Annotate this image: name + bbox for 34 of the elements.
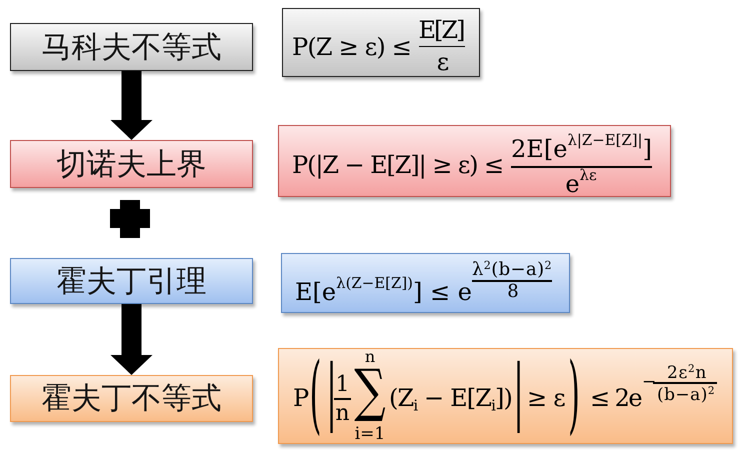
fraction-numerator: 1 <box>336 376 350 395</box>
right-parenthesis: ) <box>568 354 580 440</box>
arrow <box>110 304 152 375</box>
exponent-denominator: 8 <box>507 284 519 300</box>
fraction-numerator: E[Z] <box>418 20 464 40</box>
formula-text: ≤ 2e <box>590 388 642 408</box>
formula-text: (Z$_{i}$ − E[Z$_{i}$]) <box>389 388 512 412</box>
formula-box <box>282 8 480 77</box>
sum-limit: n <box>364 350 376 364</box>
step-box: 马科夫不等式 <box>10 23 253 71</box>
fraction-denominator: n <box>335 405 350 424</box>
exponent-numerator: 2ε$^{2}$n <box>666 365 707 380</box>
exponent-numerator: λ$^{2}$(b−a)$^{2}$ <box>472 260 552 278</box>
formula-text: E[e$^{λ(Z−E[Z])}$] ≤ e <box>295 277 472 302</box>
fraction-denominator: e$^{λε}$ <box>565 169 597 194</box>
step-box: 霍夫丁引理 <box>10 258 253 304</box>
arrow <box>110 71 152 140</box>
absolute-value-sign: | <box>513 350 524 437</box>
formula-text: P(Z ≥ ε) ≤ <box>292 37 411 58</box>
left-parenthesis: ( <box>310 354 322 440</box>
formula-text: P <box>293 388 310 408</box>
fraction-numerator: 2E[e$^{λ|Z−E[Z]|}$] <box>511 134 652 160</box>
step-box: 霍夫丁不等式 <box>10 375 253 422</box>
exponent-text: − <box>642 375 656 390</box>
formula-box <box>278 125 671 197</box>
step-box: 切诺夫上界 <box>10 140 253 188</box>
fraction-denominator: ε <box>436 52 450 72</box>
formula-box <box>278 348 733 444</box>
sum-limit: i=1 <box>354 427 386 442</box>
formula-text: ≥ ε <box>527 388 566 408</box>
absolute-value-sign: | <box>326 350 337 437</box>
exponent-denominator: (b−a)$^{2}$ <box>657 387 715 402</box>
sum-sign: ∑ <box>354 362 386 422</box>
formula-box <box>281 253 570 313</box>
